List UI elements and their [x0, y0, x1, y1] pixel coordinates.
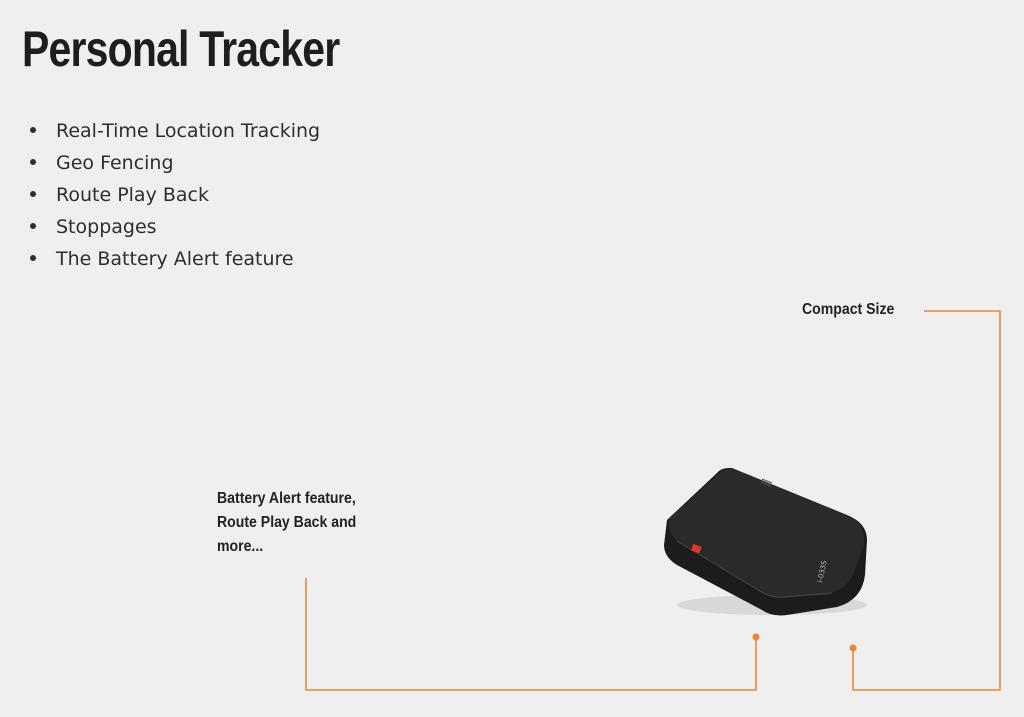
feature-item: The Battery Alert feature: [30, 243, 320, 275]
bullet-icon: [30, 158, 36, 165]
bullet-icon: [30, 254, 36, 261]
battery-leader-line: [305, 578, 757, 691]
page-title: Personal Tracker: [22, 21, 340, 77]
feature-label: Real-Time Location Tracking: [56, 120, 321, 142]
compact-leader-line: [852, 310, 1001, 691]
feature-label: The Battery Alert feature: [56, 248, 294, 270]
feature-item: Real-Time Location Tracking: [30, 115, 320, 147]
compact-size-callout: Compact Size: [802, 301, 895, 318]
leader-dot: [849, 644, 857, 652]
feature-item: Geo Fencing: [30, 147, 320, 179]
bullet-icon: [30, 126, 36, 133]
bullet-icon: [30, 222, 36, 229]
feature-label: Geo Fencing: [56, 152, 174, 174]
feature-label: Stoppages: [56, 216, 157, 238]
feature-label: Route Play Back: [56, 184, 209, 206]
feature-item: Route Play Back: [30, 179, 320, 211]
bullet-icon: [30, 190, 36, 197]
feature-list: Real-Time Location Tracking Geo Fencing …: [30, 115, 320, 275]
feature-item: Stoppages: [30, 211, 320, 243]
leader-dot: [752, 633, 760, 641]
battery-alert-callout: Battery Alert feature, Route Play Back a…: [217, 490, 357, 555]
tracker-device-image: i-033S: [664, 467, 867, 616]
